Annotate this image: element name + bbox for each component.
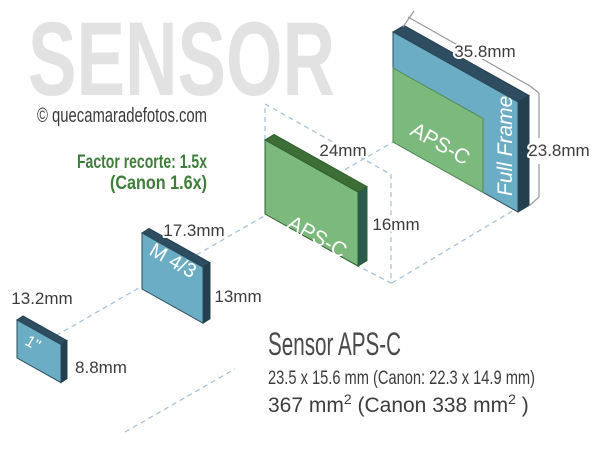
sensor-fullframe-label: Full Frame: [494, 96, 517, 196]
info-area-line: 367 mm2 (Canon 338 mm2 ): [268, 391, 529, 417]
sensor-fullframe-apsc-overlay: [392, 67, 484, 194]
dim-apsc-height: 16mm: [372, 215, 419, 234]
sensor-apsc-face: [264, 139, 359, 267]
sensor-1inch-label: 1": [22, 333, 43, 355]
crop-factor-line1: Factor recorte: 1.5x: [77, 152, 207, 173]
dim-apsc-width: 24mm: [319, 141, 366, 160]
info-area-sup1: 2: [344, 391, 352, 407]
copyright-text: © quecamaradefotos.com: [37, 105, 207, 127]
info-area-base3: ): [516, 394, 529, 417]
sensor-1inch-side-edge: [60, 339, 68, 384]
dim-1inch-width: 13.2mm: [11, 289, 72, 308]
dim-m43-width: 17.3mm: [163, 221, 224, 240]
info-area-base1: 367 mm: [268, 394, 344, 417]
dim-fullframe-height: 23.8mm: [528, 141, 589, 160]
fullframe-ghost-box: [264, 102, 392, 285]
watermark-title: SENSOR: [28, 1, 335, 118]
dim-m43-height: 13mm: [214, 287, 261, 306]
dim-fullframe-width: 35.8mm: [454, 42, 515, 61]
sensor-1inch-face: [16, 319, 62, 384]
info-title: Sensor APS-C: [268, 326, 401, 362]
info-area-base2: (Canon 338 mm: [352, 394, 508, 417]
info-area-sup2: 2: [508, 391, 516, 407]
sensor-m43-plate: M 4/3: [141, 227, 211, 325]
crop-factor-line2: (Canon 1.6x): [110, 173, 207, 194]
sensor-apsc-side-edge: [357, 185, 368, 267]
sensor-fullframe-plate: APS-C Full Frame: [391, 24, 531, 213]
sensor-1inch-plate: 1": [16, 315, 68, 384]
projection-ray-lower-right: [391, 203, 525, 284]
info-block: Sensor APS-C 23.5 x 15.6 mm (Canon: 22.3…: [268, 326, 535, 417]
info-size-line: 23.5 x 15.6 mm (Canon: 22.3 x 14.9 mm): [268, 368, 535, 389]
sensor-m43-face: [141, 232, 204, 325]
dim-1inch-height: 8.8mm: [75, 358, 127, 377]
fullframe-dimension-lines: [402, 10, 540, 207]
projection-ray-lower-left: [124, 368, 236, 433]
sensor-m43-side-edge: [202, 261, 211, 325]
